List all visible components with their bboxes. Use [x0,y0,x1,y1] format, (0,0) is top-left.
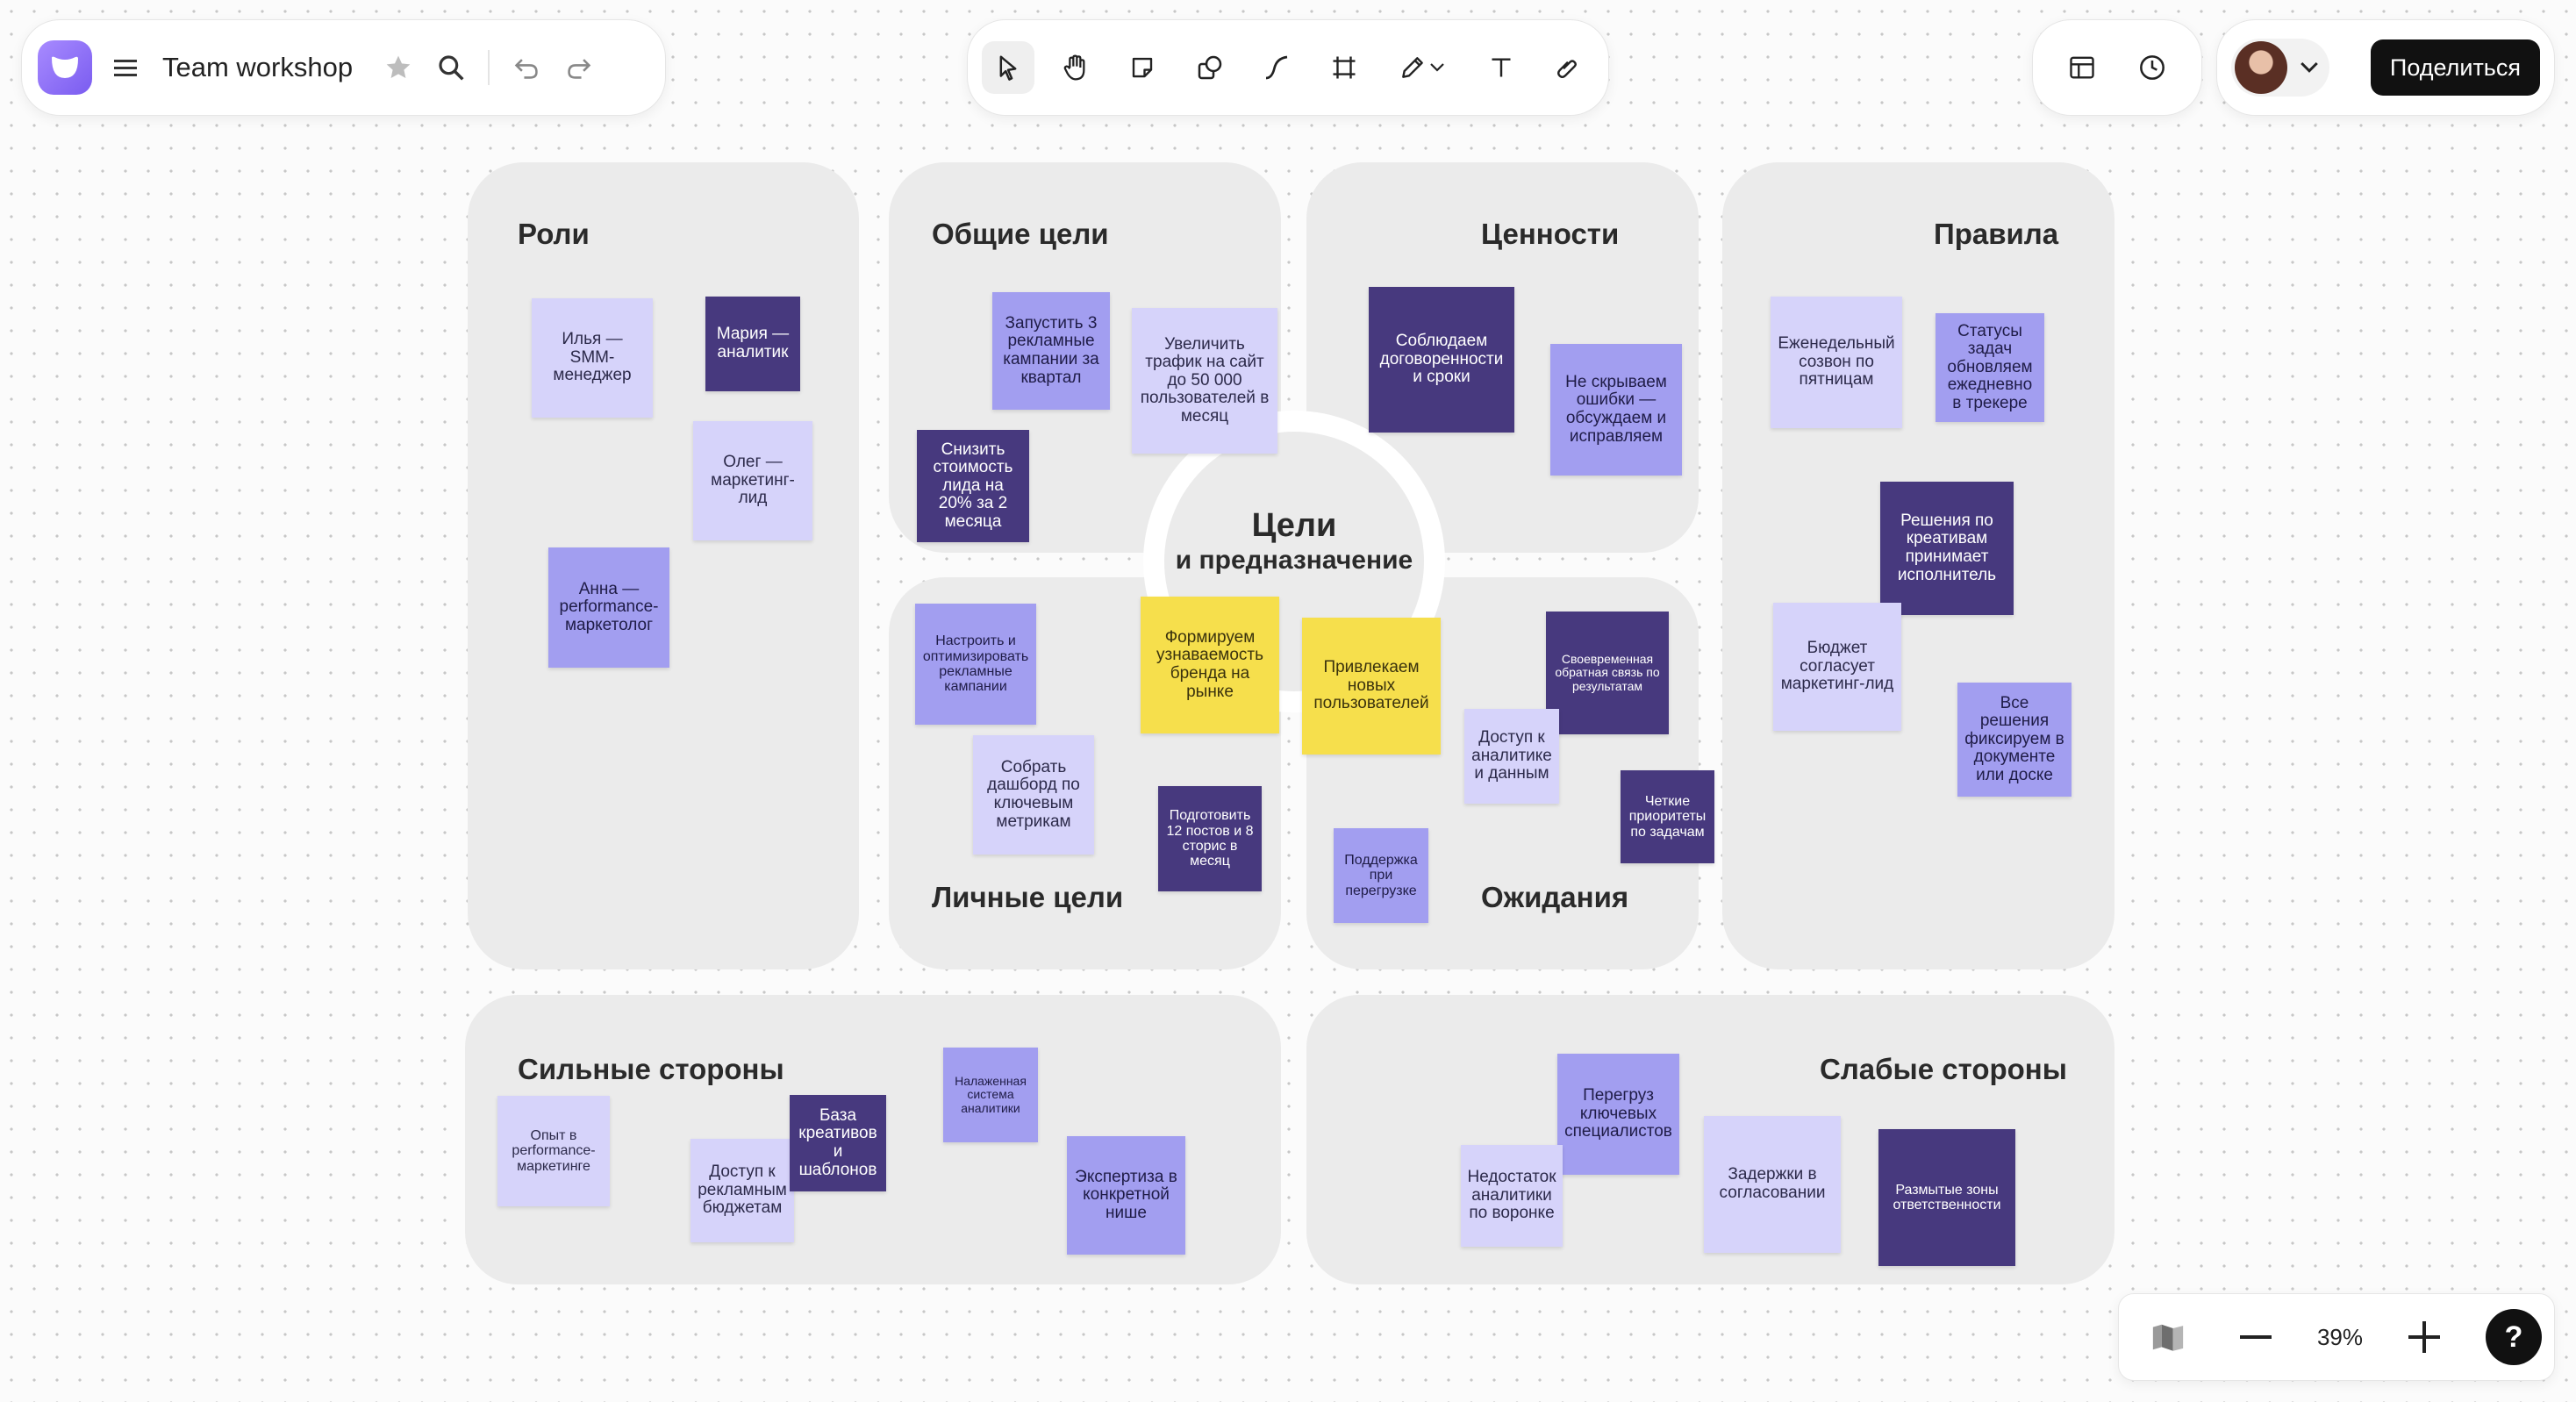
zone-title-common-goals: Общие цели [932,218,1109,250]
sticky-note[interactable]: Еженедельный созвон по пятницам [1771,297,1902,428]
sticky-note[interactable]: Подготовить 12 постов и 8 сторис в месяц [1158,786,1262,891]
center-title: Цели [1251,507,1337,544]
app-logo-icon[interactable] [38,40,92,95]
chevron-down-icon [1430,63,1444,72]
zone-title-expectations: Ожидания [1481,881,1629,913]
help-button[interactable]: ? [2485,1309,2542,1365]
sticky-note[interactable]: Недостаток аналитики по воронке [1461,1145,1563,1247]
history-icon[interactable] [2126,41,2179,94]
sticky-note[interactable]: Налаженная система аналитики [943,1048,1038,1142]
sticky-note[interactable]: Анна — performance-маркетолог [548,547,669,668]
zone-title-personal-goals: Личные цели [932,881,1124,913]
text-tool-icon[interactable] [1475,41,1528,94]
sticky-note[interactable]: Опыт в performance-маркетинге [497,1096,610,1206]
frame-tool-icon[interactable] [1318,41,1370,94]
zoom-panel: 39% ? [2118,1293,2555,1381]
sticky-note[interactable]: Илья — SMM-менеджер [532,298,653,418]
sticky-note[interactable]: Настроить и оптимизировать рекламные кам… [915,604,1036,725]
zone-title-values: Ценности [1481,218,1620,250]
hand-tool-icon[interactable] [1049,41,1102,94]
zone-title-rules: Правила [1934,218,2059,250]
sticky-note[interactable]: Формируем узнаваемость бренда на рынке [1141,597,1279,733]
search-icon[interactable] [425,41,477,94]
center-subtitle: и предназначение [1175,546,1413,575]
sticky-note[interactable]: Не скрываем ошибки — обсуждаем и исправл… [1550,344,1682,476]
user-panel: Поделиться [2216,19,2555,116]
sticky-note[interactable]: База креативов и шаблонов [790,1095,886,1191]
sticky-note[interactable]: Поддержка при перегрузке [1334,828,1428,923]
sticky-note[interactable]: Экспертиза в конкретной нише [1067,1136,1185,1255]
zoom-level[interactable]: 39% [2316,1323,2364,1350]
connector-tool-icon[interactable] [1250,41,1303,94]
zone-title-weaknesses: Слабые стороны [1820,1053,2067,1085]
sticky-note[interactable]: Решения по креативам принимает исполните… [1880,482,2014,615]
star-icon[interactable] [372,41,425,94]
sticky-note[interactable]: Запустить 3 рекламные кампании за кварта… [992,292,1110,410]
redo-icon[interactable] [553,41,605,94]
sticky-note[interactable]: Снизить стоимость лида на 20% за 2 месяц… [917,430,1029,542]
sticky-note[interactable]: Четкие приоритеты по задачам [1621,770,1714,863]
menu-icon[interactable] [99,41,152,94]
sticky-note[interactable]: Доступ к рекламным бюджетам [691,1139,794,1242]
tools-toolbar [967,19,1609,116]
layout-icon[interactable] [2056,41,2108,94]
sticky-note[interactable]: Размытые зоны ответственности [1878,1129,2015,1266]
sticky-note[interactable]: Перегруз ключевых специалистов [1557,1054,1679,1175]
sticky-note[interactable]: Привлекаем новых пользователей [1302,618,1441,755]
shapes-tool-icon[interactable] [1184,41,1236,94]
sticky-note[interactable]: Увеличить трафик на сайт до 50 000 польз… [1132,308,1277,454]
chevron-down-icon [2301,61,2318,73]
undo-icon[interactable] [500,41,553,94]
board-title[interactable]: Team workshop [162,52,354,82]
zoom-in-button[interactable] [2398,1311,2451,1363]
sticky-note[interactable]: Мария — аналитик [705,297,800,391]
sticky-note-tool-icon[interactable] [1116,41,1169,94]
pen-tool-icon[interactable] [1385,41,1460,94]
sticky-note[interactable]: Своевременная обратная связь по результа… [1546,612,1669,734]
sticky-note[interactable]: Доступ к аналитике и данным [1464,709,1559,804]
share-button[interactable]: Поделиться [2370,39,2540,96]
zoom-out-button[interactable] [2229,1311,2282,1363]
avatar-selector[interactable] [2231,39,2329,97]
minimap-icon[interactable] [2142,1311,2194,1363]
sticky-note[interactable]: Задержки в согласовании [1704,1116,1841,1253]
sticky-note[interactable]: Олег — маркетинг-лид [693,421,812,540]
select-tool-icon[interactable] [982,41,1034,94]
zone-title-strengths: Сильные стороны [518,1053,784,1085]
sticky-note[interactable]: Соблюдаем договоренности и сроки [1369,287,1514,433]
sticky-note[interactable]: Собрать дашборд по ключевым метрикам [973,735,1094,855]
sticky-note[interactable]: Все решения фиксируем в документе или до… [1957,683,2072,797]
sticky-note[interactable]: Бюджет согласует маркетинг-лид [1773,603,1901,731]
sticky-note[interactable]: Статусы задач обновляем ежедневно в трек… [1936,313,2044,422]
avatar [2235,41,2287,94]
zone-title-roles: Роли [518,218,590,250]
view-panel [2032,19,2202,116]
toolbar-separator [488,50,490,85]
header-panel: Team workshop [21,19,666,116]
attachment-tool-icon[interactable] [1542,41,1594,94]
